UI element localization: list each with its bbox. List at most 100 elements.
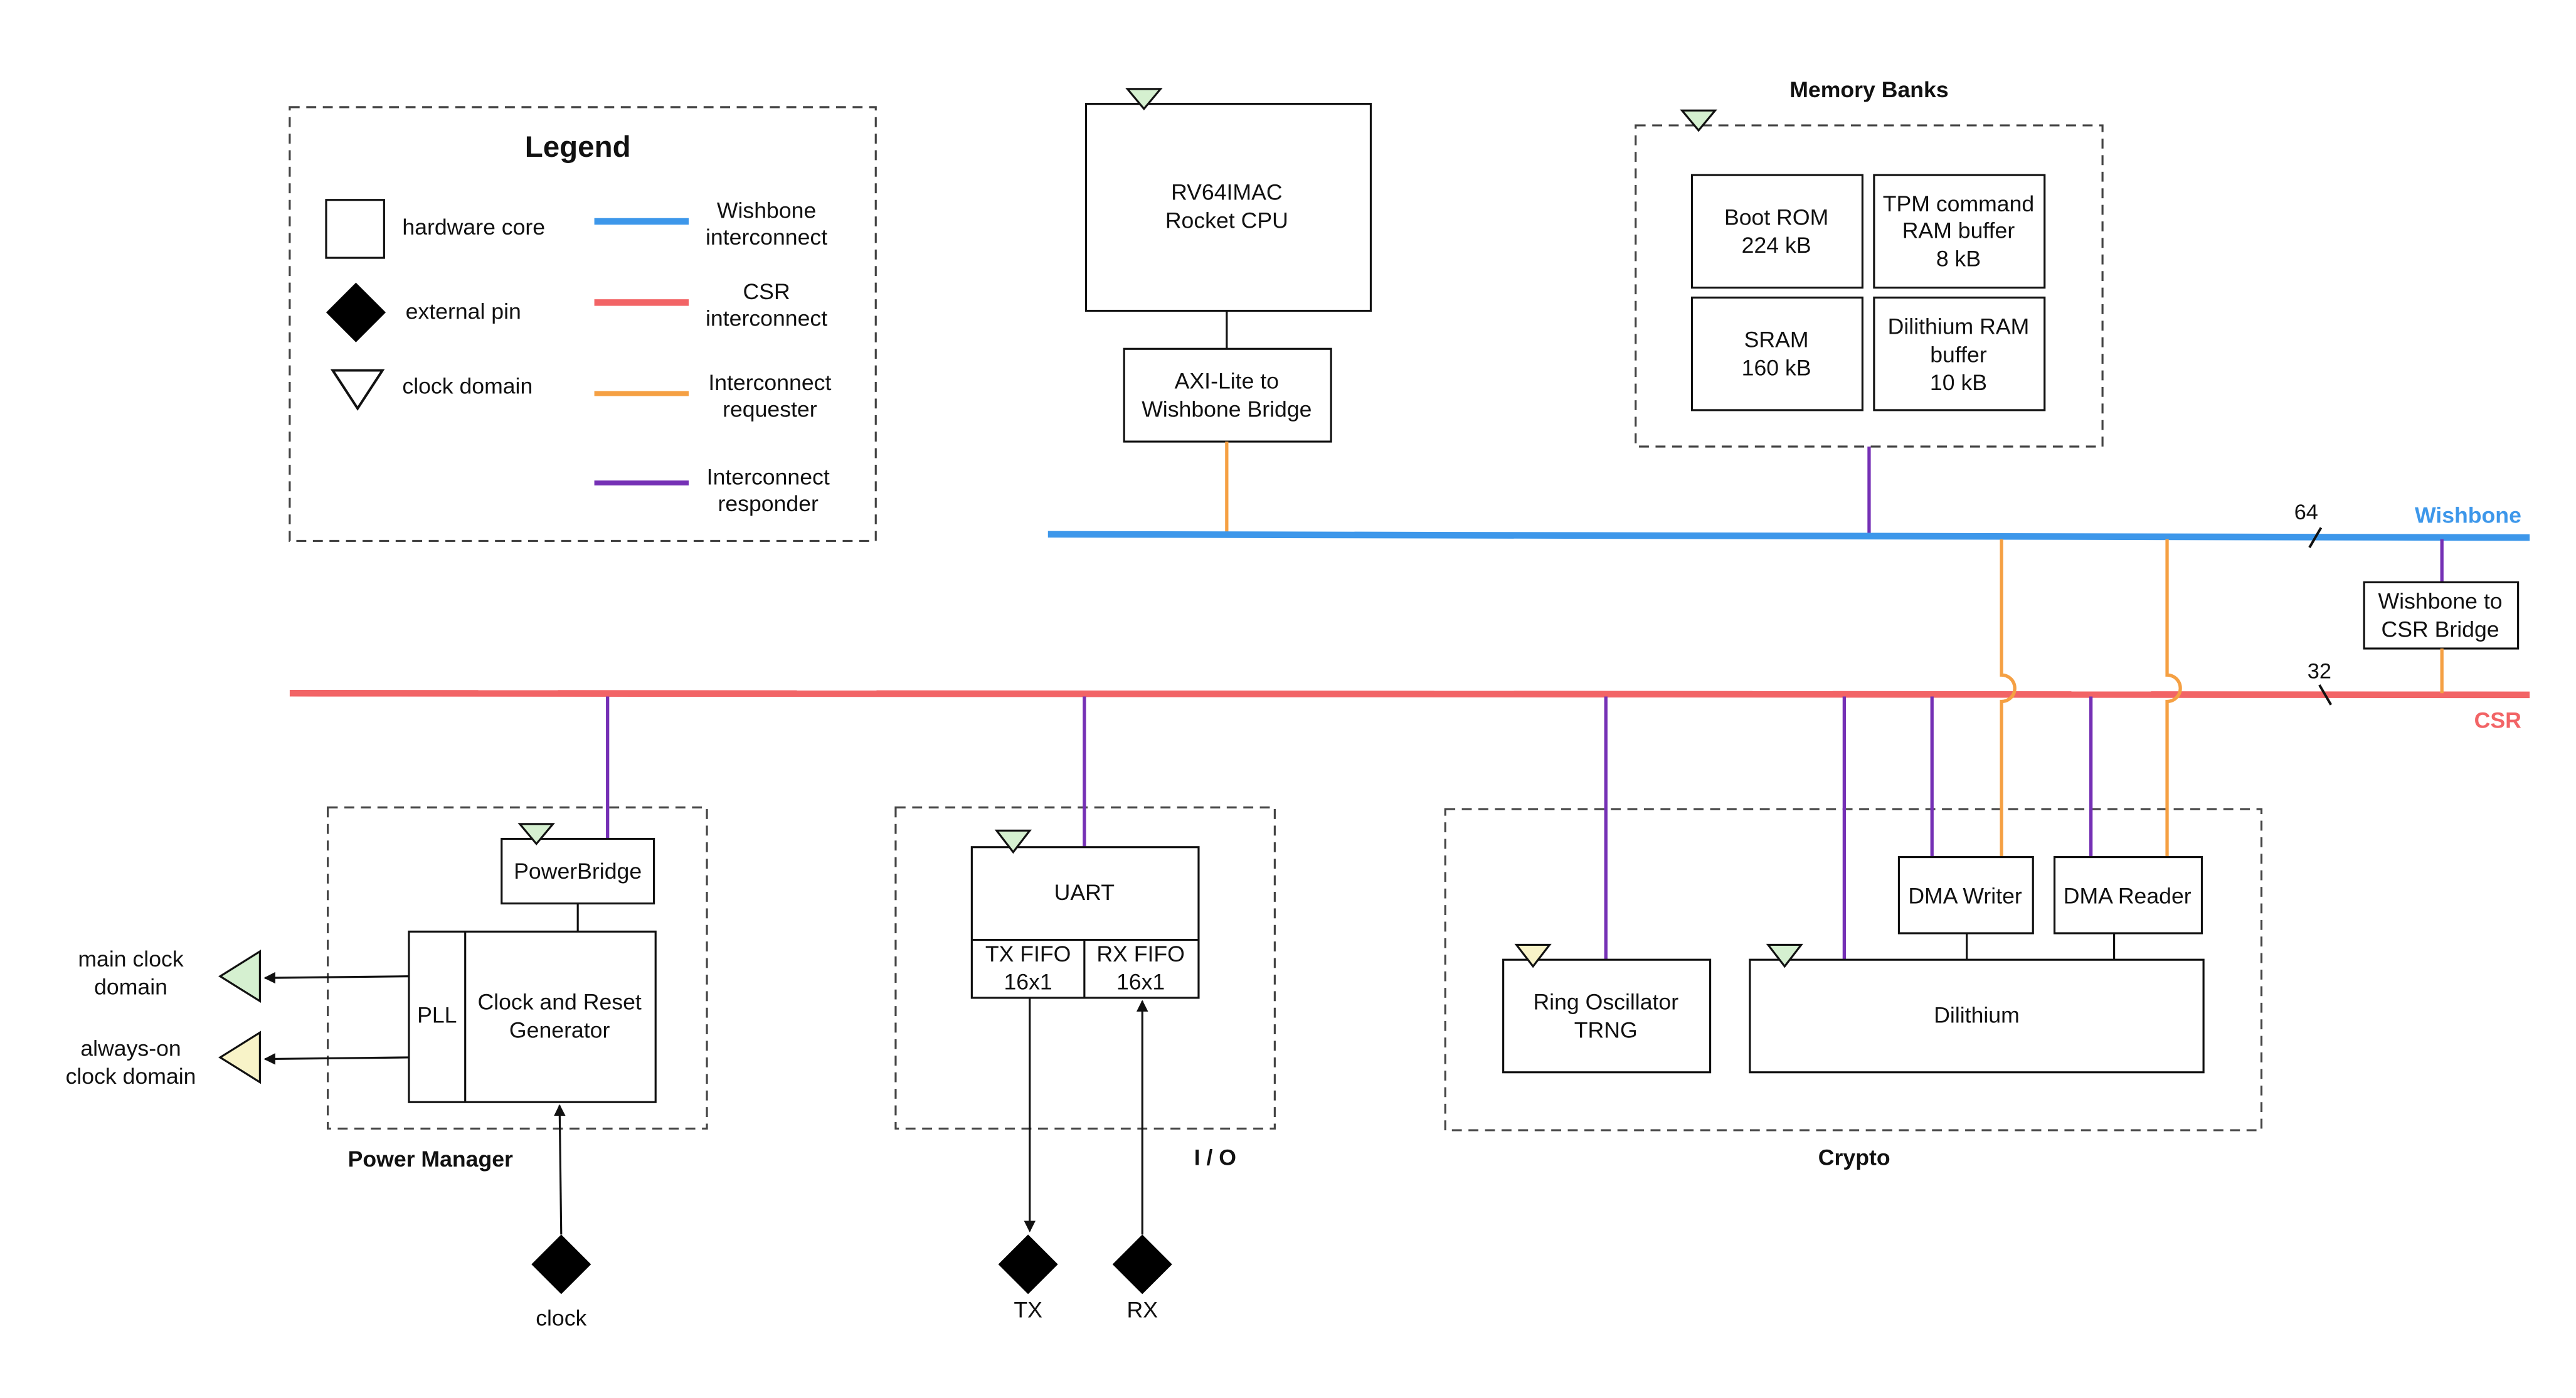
- always-on-label-2: clock domain: [66, 1064, 196, 1089]
- main-clock-label-2: domain: [94, 975, 167, 1000]
- crypto-title: Crypto: [1818, 1145, 1890, 1170]
- power-clock-domain-icon: [517, 823, 555, 845]
- tx-fifo-label: TX FIFO: [985, 941, 1071, 966]
- dma-reader-box: [2053, 855, 2203, 935]
- rx-fifo-size: 16x1: [1116, 970, 1165, 995]
- power-manager-title: Power Manager: [348, 1146, 513, 1172]
- tx-fifo-size: 16x1: [1004, 970, 1052, 995]
- dilithium-ram-line-2: buffer: [1930, 342, 1987, 367]
- main-clock-domain-icon: [218, 950, 261, 1003]
- rx-pin-label: RX: [1126, 1297, 1158, 1322]
- memory-banks-group: Memory Banks Boot ROM 224 kB TPM command…: [1635, 77, 2104, 534]
- csr-width-label: 32: [2308, 660, 2331, 684]
- cpu-block: RV64IMAC Rocket CPU AXI-Lite to Wishbone…: [1084, 88, 1372, 534]
- main-clock-arrow: [263, 972, 409, 984]
- legend: Legend hardware core external pin clock …: [289, 106, 877, 543]
- main-clock-label-1: main clock: [78, 946, 183, 972]
- tpm-buffer-box: [1873, 174, 2046, 289]
- legend-wishbone-label-2: interconnect: [706, 225, 827, 250]
- boot-rom-box: [1690, 174, 1863, 289]
- legend-csr-label-1: CSR: [743, 279, 790, 304]
- legend-clock-domain-icon: [330, 369, 385, 411]
- wb-csr-bridge-line-1: Wishbone to: [2378, 589, 2503, 614]
- memory-banks-title: Memory Banks: [1789, 77, 1948, 102]
- legend-responder-label-2: responder: [718, 491, 819, 516]
- csr-bus: 32 CSR: [289, 660, 2530, 733]
- clock-pin-label: clock: [536, 1306, 586, 1331]
- legend-external-pin-icon: [326, 282, 386, 342]
- power-manager-group: Power Manager PowerBridge PLL Clock and …: [66, 696, 708, 1331]
- legend-responder-label-1: Interconnect: [707, 465, 830, 490]
- csr-bus-label: CSR: [2474, 708, 2521, 733]
- dma-reader-label: DMA Reader: [2064, 883, 2192, 908]
- rx-pin-icon: [1112, 1234, 1172, 1295]
- rx-fifo-label: RX FIFO: [1096, 941, 1185, 966]
- trng-clock-domain-icon: [1514, 943, 1552, 968]
- boot-rom-name: Boot ROM: [1724, 204, 1828, 230]
- sram-box: [1690, 296, 1863, 411]
- dilithium-ram-line-1: Dilithium RAM: [1888, 314, 2030, 339]
- wishbone-bus-line: [1047, 531, 2530, 541]
- cpu-name-line-1: RV64IMAC: [1171, 180, 1283, 205]
- dma-writer-requester-line: [2000, 539, 2017, 857]
- dilithium-box: [1749, 958, 2205, 1074]
- dma-writer-label: DMA Writer: [1908, 883, 2022, 908]
- io-group: I / O UART TX FIFO 16x1 RX FIFO 16x1 TX …: [894, 696, 1276, 1322]
- rocket-cpu-box: [1084, 103, 1372, 312]
- wishbone-bus: 64 Wishbone: [1047, 500, 2530, 548]
- sram-size: 160 kB: [1742, 355, 1811, 380]
- io-clock-domain-icon: [994, 829, 1032, 854]
- wb-csr-bridge-line-2: CSR Bridge: [2382, 617, 2499, 642]
- clock-gen-line-1: Clock and Reset: [477, 989, 641, 1014]
- legend-requester-label-2: requester: [723, 396, 817, 421]
- legend-hardware-core-swatch: [325, 199, 385, 259]
- tpm-buffer-line-2: RAM buffer: [1902, 218, 2015, 243]
- crypto-group: Crypto Ring Oscillator TRNG DMA Writer D…: [1444, 539, 2263, 1170]
- memory-clock-domain-icon: [1680, 109, 1717, 132]
- cpu-name-line-2: Rocket CPU: [1165, 208, 1288, 233]
- axi-wishbone-bridge-box: [1123, 347, 1332, 443]
- tx-pin-label: TX: [1014, 1297, 1042, 1322]
- cpu-clock-domain-icon: [1125, 88, 1163, 111]
- legend-csr-label-2: interconnect: [706, 305, 827, 331]
- tpm-buffer-size: 8 kB: [1936, 246, 1981, 271]
- wishbone-width-label: 64: [2294, 500, 2318, 524]
- always-on-label-1: always-on: [80, 1035, 181, 1061]
- powerbridge-label: PowerBridge: [514, 859, 642, 884]
- always-on-clock-domain-icon: [218, 1030, 261, 1084]
- io-title: I / O: [1194, 1145, 1236, 1170]
- tpm-buffer-line-1: TPM command: [1883, 191, 2035, 216]
- csr-bus-line: [289, 689, 2530, 699]
- dma-reader-requester-line: [2165, 539, 2182, 857]
- clock-reset-outer-box: [408, 930, 657, 1103]
- dilithium-label: Dilithium: [1934, 1003, 2020, 1028]
- dilithium-clock-domain-icon: [1766, 943, 1803, 968]
- axi-bridge-line-2: Wishbone Bridge: [1142, 396, 1312, 421]
- legend-hardware-core-label: hardware core: [402, 214, 545, 240]
- always-on-clock-arrow: [263, 1053, 409, 1065]
- legend-clock-domain-label: clock domain: [402, 374, 533, 399]
- sram-name: SRAM: [1744, 327, 1809, 352]
- legend-external-pin-label: external pin: [406, 299, 521, 324]
- dilithium-ram-size: 10 kB: [1930, 370, 1987, 395]
- tx-pin-icon: [998, 1234, 1058, 1295]
- boot-rom-size: 224 kB: [1742, 233, 1811, 258]
- legend-wishbone-label-1: Wishbone: [717, 198, 816, 223]
- dma-writer-box: [1897, 855, 2034, 935]
- legend-title: Legend: [525, 130, 631, 164]
- wishbone-csr-bridge-box: [2363, 581, 2520, 650]
- csr-width-tick: [2318, 684, 2333, 706]
- uart-label: UART: [1054, 880, 1115, 905]
- clock-pin-icon: [531, 1234, 591, 1295]
- axi-bridge-line-1: AXI-Lite to: [1175, 369, 1279, 394]
- wishbone-csr-bridge: Wishbone to CSR Bridge: [2363, 539, 2520, 694]
- wishbone-bus-label: Wishbone: [2415, 502, 2521, 527]
- trng-box: [1502, 958, 1712, 1074]
- legend-requester-label-1: Interconnect: [708, 370, 831, 395]
- pll-label: PLL: [417, 1003, 457, 1028]
- clock-input-arrow: [554, 1104, 566, 1235]
- wishbone-width-tick: [2308, 527, 2323, 548]
- clock-gen-line-2: Generator: [509, 1017, 610, 1042]
- dilithium-ram-box: [1873, 296, 2046, 411]
